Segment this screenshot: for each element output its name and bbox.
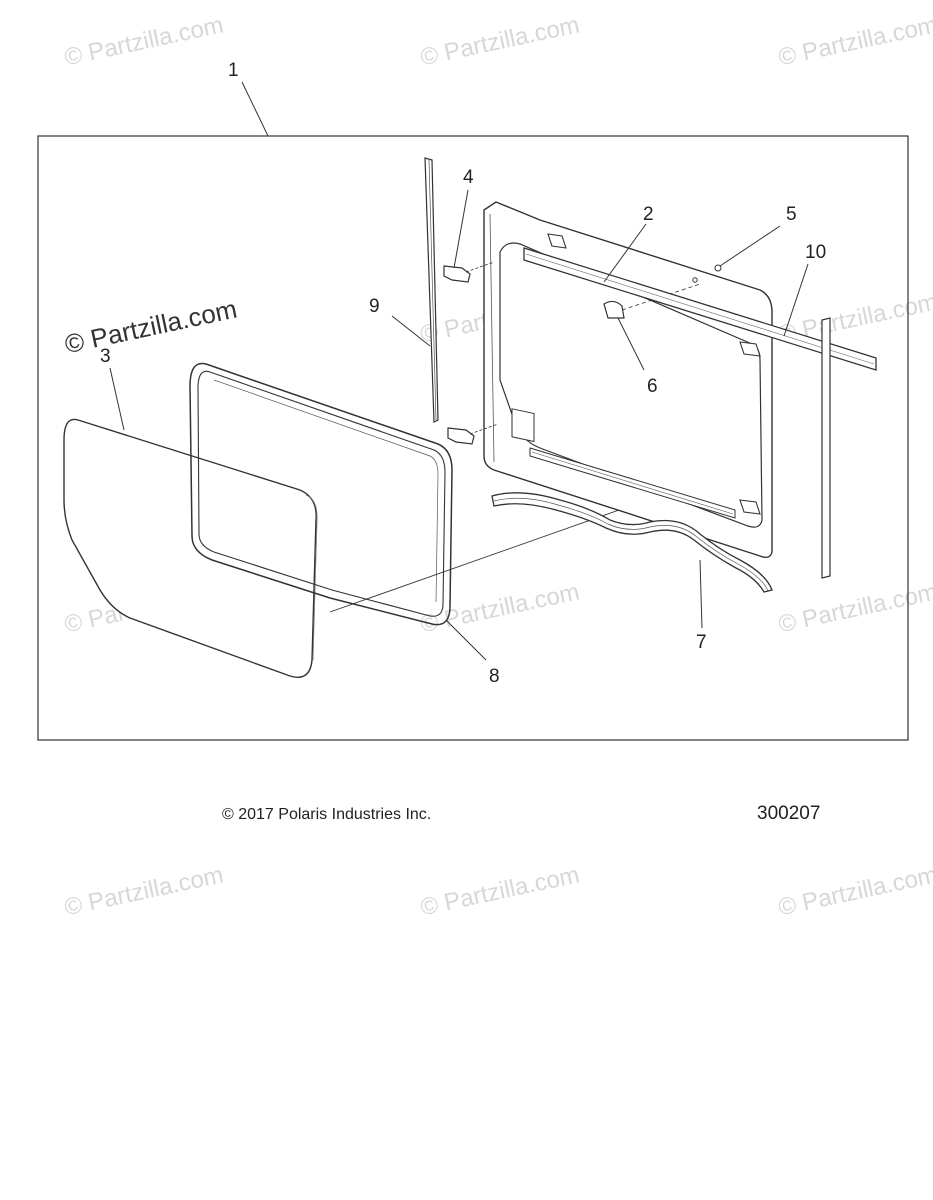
diagram-frame (37, 135, 909, 741)
callout-9-leader (391, 315, 431, 347)
callout-10-leader (783, 263, 809, 337)
callout-10: 10 (805, 242, 826, 263)
callout-8-leader (445, 619, 487, 661)
callout-4: 4 (463, 167, 474, 188)
part-10-seal-strip (523, 247, 877, 371)
copyright-notice: © 2017 Polaris Industries Inc. (222, 806, 432, 823)
callout-2-leader (603, 223, 647, 283)
callout-6-leader (617, 317, 645, 371)
part-4-door-clip (443, 261, 499, 445)
part-2-door-frame (483, 201, 773, 559)
part-3-window-panel (63, 418, 318, 678)
part-9-seal-strip (424, 157, 439, 423)
part-8-window-seal (189, 362, 453, 626)
callout-4-leader (453, 189, 469, 269)
callout-1-leader (241, 81, 269, 137)
callout-3: 3 (100, 346, 111, 367)
callout-7-leader (699, 559, 703, 629)
callout-2: 2 (643, 204, 654, 225)
assembly-axis-line (329, 491, 671, 613)
callout-5: 5 (786, 204, 797, 225)
callout-5-leader (719, 225, 781, 267)
vertical-seal-strip-right (821, 317, 831, 579)
frame-clips (547, 233, 761, 515)
callout-7: 7 (696, 632, 707, 653)
part-6-clip (603, 283, 701, 319)
callout-3-leader (109, 367, 125, 431)
callout-8: 8 (489, 666, 500, 687)
callout-6: 6 (647, 376, 658, 397)
callout-9: 9 (369, 296, 380, 317)
part-5-screw (692, 264, 722, 283)
callout-1: 1 (228, 60, 239, 81)
diagram-number: 300207 (757, 803, 821, 824)
part-7-weatherstrip (491, 492, 773, 593)
